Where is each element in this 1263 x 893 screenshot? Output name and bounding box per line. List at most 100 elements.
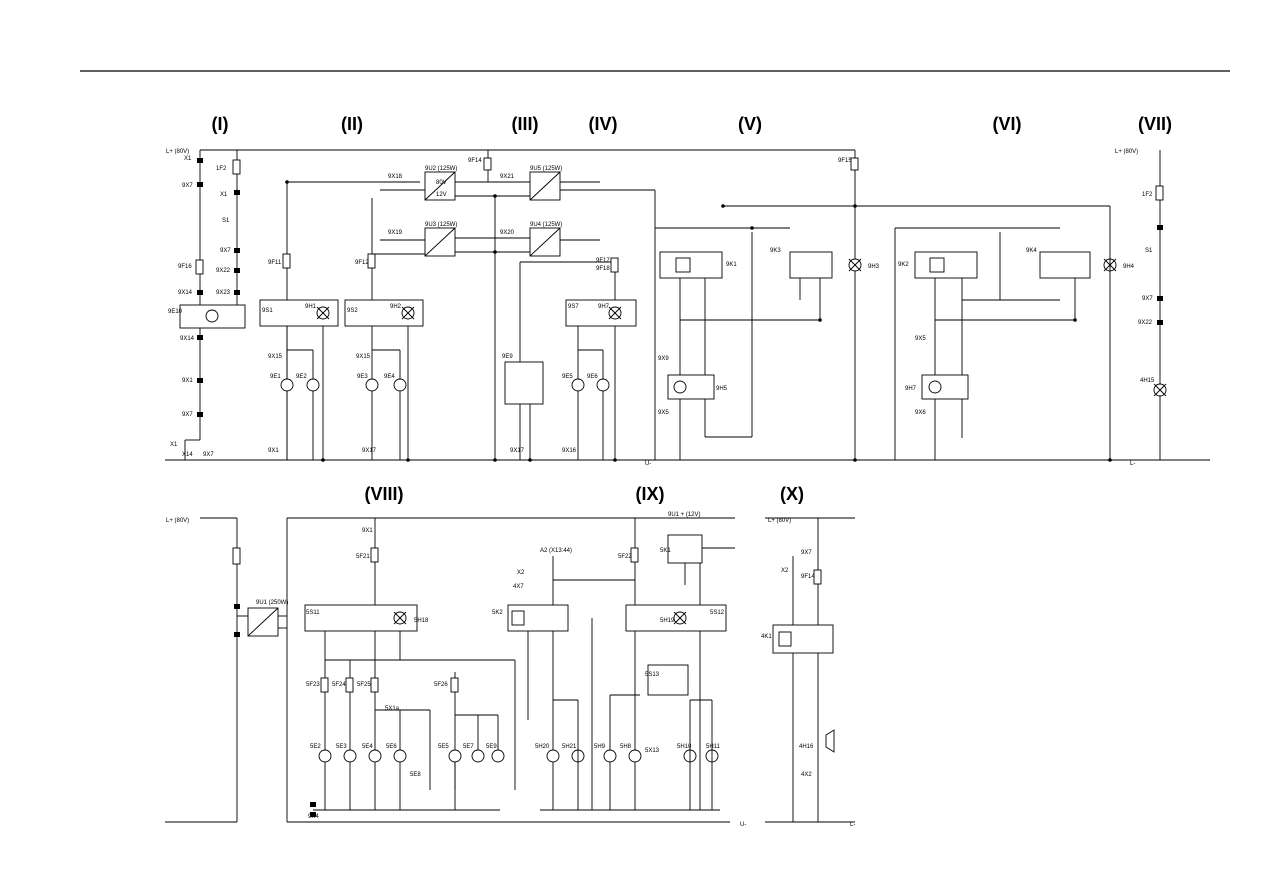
comp-label: 12V [436, 192, 447, 198]
comp-label: S1 [222, 218, 230, 224]
rail-label-uminus-2: U- [740, 822, 746, 828]
comp-label: 9X4 [308, 814, 319, 820]
comp-label: 5F24 [332, 682, 346, 688]
comp-label: 5F23 [306, 682, 320, 688]
comp-label: 9E2 [296, 374, 307, 380]
comp-label: S1 [1145, 248, 1153, 254]
comp-label: 5E6 [386, 744, 397, 750]
comp-label: 9H7 [905, 386, 917, 392]
comp-label: 80V [436, 180, 447, 186]
section-heading: (V) [738, 114, 762, 134]
comp-label: X2 [517, 570, 525, 576]
comp-label: 9U5 (125W) [530, 166, 562, 172]
comp-label: 5K2 [492, 610, 503, 616]
comp-label: 9K3 [770, 248, 781, 254]
section-heading: (IV) [589, 114, 618, 134]
comp-label: 4X2 [801, 772, 812, 778]
comp-label: 9X7 [1142, 296, 1153, 302]
comp-label: 9H1 [305, 304, 317, 310]
comp-label: 9X14 [180, 336, 195, 342]
section-heading: (II) [341, 114, 363, 134]
comp-label: X1 [170, 442, 178, 448]
comp-label: 5F22 [618, 554, 632, 560]
comp-label: 9X21 [500, 174, 515, 180]
rail-label-lplus: L+ (80V) [166, 149, 189, 155]
comp-label: 9E4 [384, 374, 395, 380]
comp-label: 1F2 [1142, 192, 1153, 198]
comp-label: 9H4 [1123, 264, 1135, 270]
comp-label: 9K2 [898, 262, 909, 268]
comp-label: 5H10 [677, 744, 692, 750]
comp-label: 9K1 [726, 262, 737, 268]
comp-label: 5X13 [645, 748, 660, 754]
section-headings: (I) (II) (III) (IV) (V) (VI) (VII) (VIII… [212, 114, 1173, 504]
comp-label: 9E5 [562, 374, 573, 380]
comp-label: 5F26 [434, 682, 448, 688]
comp-label: 9E10 [168, 309, 183, 315]
comp-label: 9X18 [388, 174, 403, 180]
comp-label: 9X5 [658, 410, 669, 416]
comp-label: 9X7 [203, 452, 214, 458]
comp-label: 5S13 [645, 672, 660, 678]
comp-label: 9X17 [510, 448, 525, 454]
comp-label: X14 [182, 452, 193, 458]
comp-label: 9F14 [801, 574, 815, 580]
comp-label: 9X22 [216, 268, 231, 274]
comp-label: 9X14 [178, 290, 193, 296]
comp-label: 9U2 (125W) [425, 166, 457, 172]
section-heading: (VIII) [365, 484, 404, 504]
comp-label: 5H21 [562, 744, 577, 750]
comp-label: 5E5 [438, 744, 449, 750]
comp-label: 9X15 [268, 354, 283, 360]
comp-label: 9H2 [390, 304, 402, 310]
section-heading: (X) [780, 484, 804, 504]
section-heading: (VII) [1138, 114, 1172, 134]
rail-label-u1plus: 9U1 + (12V) [668, 512, 701, 518]
comp-label: 5H11 [706, 744, 721, 750]
section-heading: (III) [512, 114, 539, 134]
comp-label: 9F12 [355, 260, 369, 266]
bottom-wiring: L+ (80V) 9U1 + (12V) U- [165, 512, 855, 828]
rail-label-lminus: L- [1130, 461, 1135, 467]
comp-label: 5H20 [535, 744, 550, 750]
comp-label: 9X1 [268, 448, 279, 454]
comp-label: 9H5 [716, 386, 728, 392]
comp-label: 9X1 [362, 528, 373, 534]
comp-label: 9F18 [596, 266, 610, 272]
comp-label: 9S1 [262, 308, 273, 314]
comp-label: 9E3 [357, 374, 368, 380]
comp-label: 9X20 [500, 230, 515, 236]
comp-label: 9E9 [502, 354, 513, 360]
comp-label: 9S7 [568, 304, 579, 310]
comp-label: 9F17 [596, 258, 610, 264]
comp-label: 9F14 [468, 158, 482, 164]
comp-label: 5E3 [336, 744, 347, 750]
comp-label: 4H16 [799, 744, 814, 750]
comp-label: 5H18 [414, 618, 429, 624]
comp-label: 9U4 (125W) [530, 222, 562, 228]
comp-label: 9U1 (250W) [256, 600, 288, 606]
comp-label: 9F15 [838, 158, 852, 164]
top-wiring: L+ (80V) L+ (80V) U- L- [165, 149, 1210, 467]
comp-label: 5H9 [594, 744, 606, 750]
comp-label: 9X22 [1138, 320, 1153, 326]
comp-label: 9E6 [587, 374, 598, 380]
comp-label: 9X17 [362, 448, 377, 454]
comp-label: 5X1a [385, 706, 400, 712]
comp-label: 9X23 [216, 290, 231, 296]
comp-label: 9X6 [915, 410, 926, 416]
rail-label-lminus-2: L- [850, 822, 855, 828]
comp-label: 5E4 [362, 744, 373, 750]
comp-label: 9S2 [347, 308, 358, 314]
comp-label: 9U3 (125W) [425, 222, 457, 228]
section-heading: (I) [212, 114, 229, 134]
comp-label: 5S12 [710, 610, 725, 616]
comp-label: 9X16 [562, 448, 577, 454]
comp-label: 9F16 [178, 264, 192, 270]
comp-label: 4K1 [761, 634, 772, 640]
comp-label: 5H19 [660, 618, 675, 624]
comp-label: X1 [220, 192, 228, 198]
rail-label-uminus: U- [645, 461, 651, 467]
comp-label: 5F21 [356, 554, 370, 560]
